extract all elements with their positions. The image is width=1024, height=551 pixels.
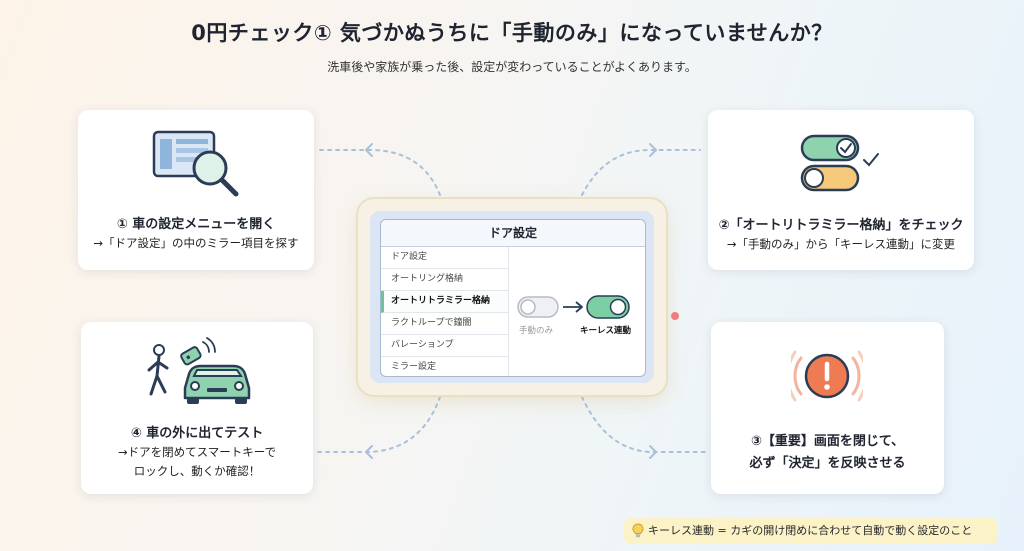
step-card-1: ① 車の設定メニューを開く →「ドア設定」の中のミラー項目を探す xyxy=(78,110,314,270)
step-3-title-line2: 必ず「決定」を反映させる xyxy=(749,456,906,471)
warning-icon xyxy=(791,350,863,402)
page-subtitle: 洗車後や家族が乗った後、設定が変わっていることがよくあります。 xyxy=(327,60,697,74)
toggle-switch-icon xyxy=(800,134,879,192)
footnote-text: キーレス連動 = カギの開け閉めに合わせて自動で動く設定のこと xyxy=(648,524,973,537)
step-card-2: ②「オートリトラミラー格納」をチェック →「手動のみ」から「キーレス連動」に変更 xyxy=(708,110,974,270)
step-4-desc-line1: →ドアを閉めてスマートキーで xyxy=(117,445,277,459)
door-settings-screen: ドア設定 ドア設定 オートリング格納 オートリトラミラー格納 ラクトループで鐘闇… xyxy=(380,219,646,377)
toggle-on-label: キーレス連動 xyxy=(580,326,632,336)
settings-search-icon xyxy=(152,130,239,197)
walk-lock-car-icon xyxy=(147,337,251,404)
menu-item-4[interactable]: バレーションプ xyxy=(381,335,509,357)
toggle-off-switch[interactable] xyxy=(517,296,559,318)
menu-item-mirror-settings[interactable]: ミラー設定 xyxy=(381,357,509,376)
step-1-title: ① 車の設定メニューを開く xyxy=(116,217,276,232)
lightbulb-icon xyxy=(632,523,644,538)
step-2-desc: →「手動のみ」から「キーレス連動」に変更 xyxy=(726,237,956,251)
page-title: 0円チェック① 気づかぬうちに「手動のみ」になっていませんか？ xyxy=(191,21,833,45)
step-2-title: ②「オートリトラミラー格納」をチェック xyxy=(718,218,964,233)
menu-item-auto-fold[interactable]: オートリング格納 xyxy=(381,269,509,291)
menu-item-3[interactable]: ラクトループで鐘闇 xyxy=(381,313,509,335)
step-1-desc: →「ドア設定」の中のミラー項目を探す xyxy=(93,236,299,250)
step-4-desc-line2: ロックし、動くか確認！ xyxy=(133,464,261,478)
screen-header: ドア設定 xyxy=(381,220,645,247)
menu-item-door-settings[interactable]: ドア設定 xyxy=(381,247,509,269)
step-3-title: ③【重要】画面を閉じて、 xyxy=(750,434,905,449)
step-card-3: ③【重要】画面を閉じて、 必ず「決定」を反映させる xyxy=(711,322,944,494)
menu-item-auto-retract-mirror[interactable]: オートリトラミラー格納 xyxy=(381,291,509,313)
toggle-off-label: 手動のみ xyxy=(519,326,554,336)
toggle-on-switch[interactable] xyxy=(586,295,630,319)
settings-menu: ドア設定 オートリング格納 オートリトラミラー格納 ラクトループで鐘闇 バレーシ… xyxy=(381,247,509,376)
car-display-panel: ドア設定 ドア設定 オートリング格納 オートリトラミラー格納 ラクトループで鐘闇… xyxy=(358,199,666,395)
step-card-4: ④ 車の外に出てテスト →ドアを閉めてスマートキーで ロックし、動くか確認！ xyxy=(81,322,313,494)
step-4-title: ④ 車の外に出てテスト xyxy=(130,426,264,441)
footnote-box: キーレス連動 = カギの開け閉めに合わせて自動で動く設定のこと xyxy=(624,518,998,544)
arrow-right-icon xyxy=(563,301,583,313)
car-display-bezel: ドア設定 ドア設定 オートリング格納 オートリトラミラー格納 ラクトループで鐘闇… xyxy=(370,211,654,383)
indicator-dot xyxy=(671,312,679,320)
